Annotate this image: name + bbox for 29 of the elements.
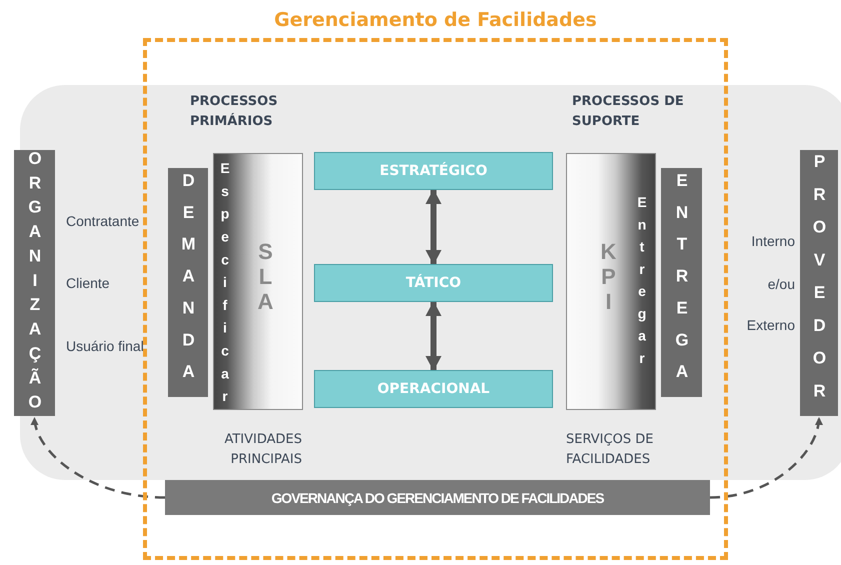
section-heading: PROCESSOS PRIMÁRIOS	[190, 93, 279, 131]
group-title: Gerenciamento de Facilidades	[273, 8, 598, 32]
side-label: Interno	[750, 233, 795, 249]
side-label: Externo	[746, 317, 795, 333]
vertical-bar: PROVEDOR	[800, 150, 838, 416]
double-arrow	[426, 189, 442, 265]
level-box: TÁTICO	[314, 264, 553, 302]
side-label: Usuário final	[66, 338, 145, 354]
level-box: ESTRATÉGICO	[314, 152, 553, 190]
section-caption: SERVIÇOS DE FACILIDADES	[566, 431, 654, 469]
dashed-arrow	[710, 417, 822, 499]
title-bar: GOVERNANÇA DO GERENCIAMENTO DE FACILIDADES	[165, 480, 710, 515]
vertical-bar: ENTREGA	[661, 168, 702, 397]
side-label: Contratante	[66, 213, 140, 229]
gradient-panel	[566, 153, 656, 410]
section-caption: ATIVIDADES PRINCIPAIS	[223, 431, 302, 469]
side-label: Cliente	[66, 275, 111, 291]
double-arrow	[426, 301, 442, 371]
panel-label: SLA	[252, 239, 278, 314]
vertical-label: Entregar	[634, 194, 650, 372]
section-heading: PROCESSOS DE SUPORTE	[572, 93, 685, 131]
vertical-bar: ORGANIZAÇÃO	[14, 150, 55, 416]
side-label: e/ou	[766, 276, 795, 292]
gradient-panel	[213, 153, 303, 410]
vertical-bar: DEMANDA	[168, 168, 208, 397]
level-box: OPERACIONAL	[314, 370, 553, 408]
dashed-arrow	[31, 417, 166, 499]
vertical-label: Especificar	[217, 160, 233, 411]
panel-label: KPI	[595, 239, 621, 314]
